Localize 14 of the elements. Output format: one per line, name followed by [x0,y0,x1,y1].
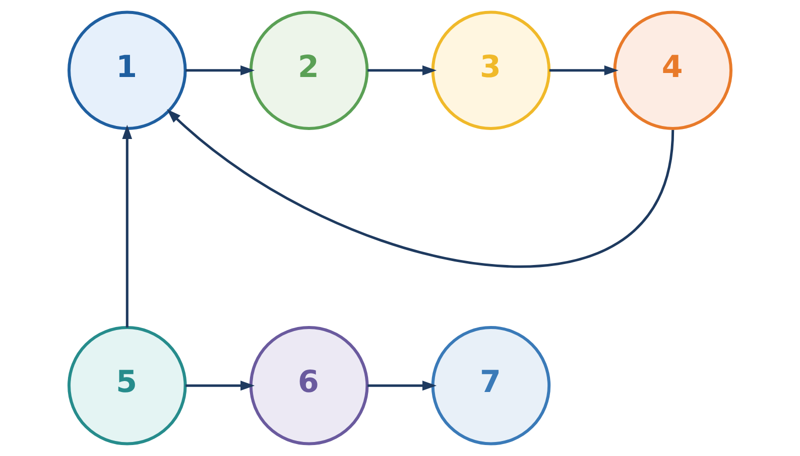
arrow [367,380,437,391]
arrow [186,65,255,76]
node-circle: 4 [613,10,732,130]
node-circle: 3 [431,10,551,130]
arrow [122,124,132,328]
node-circle: 6 [249,326,369,446]
node-circle: 5 [68,326,187,446]
arrow [186,380,255,391]
arrow [549,65,618,76]
node-circle: 2 [249,10,369,130]
arrow [367,65,437,76]
node-circle: 1 [68,10,187,130]
node-circle: 7 [431,326,551,446]
arrow [166,109,674,268]
